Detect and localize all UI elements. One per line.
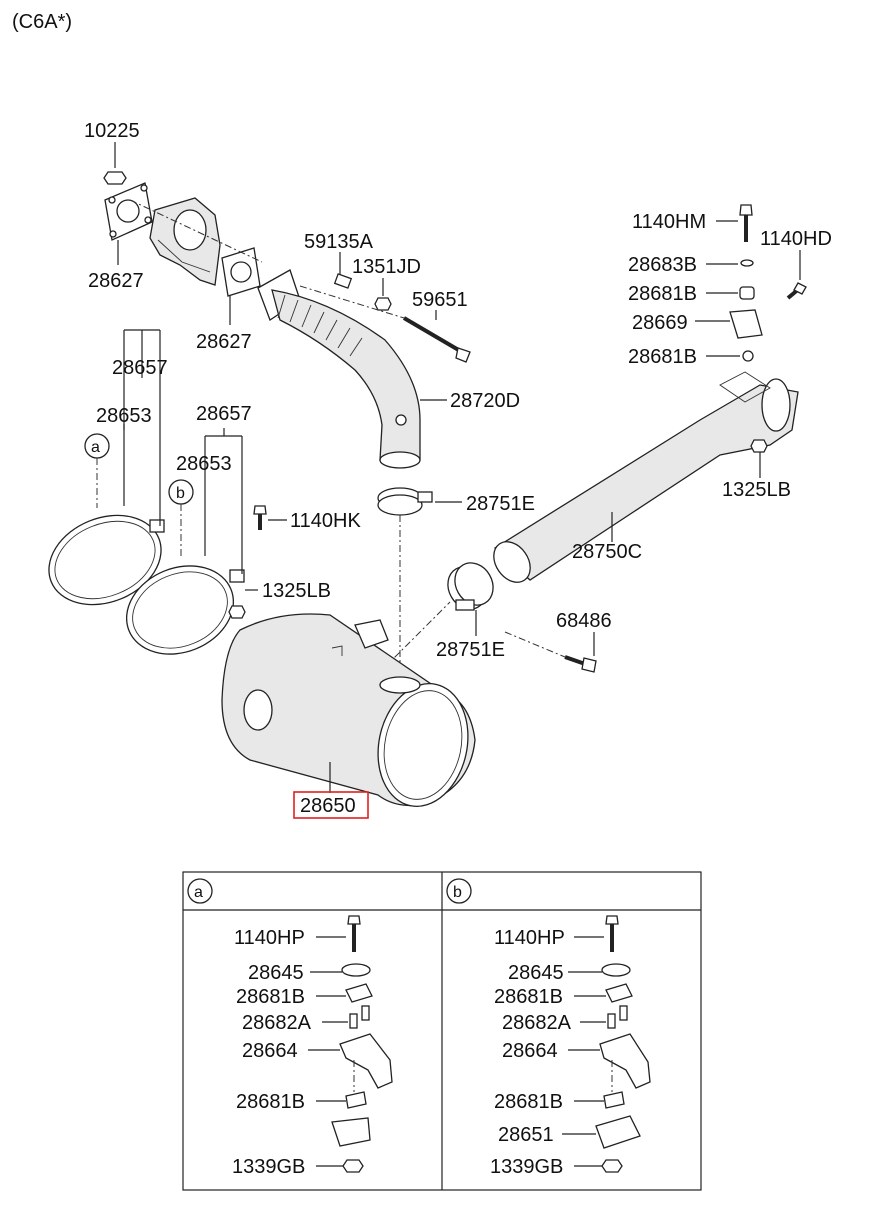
callout-28669: 28669 (632, 312, 688, 334)
callout-1351JD: 1351JD (352, 256, 421, 278)
flex-pipe-28720D (257, 269, 447, 469)
callout-28750C: 28750C (572, 541, 642, 563)
detail-b-label-6: 28681B (494, 1091, 563, 1113)
callout-1325LB-left: 1325LB (262, 580, 331, 602)
nut-10225 (103, 171, 127, 185)
callout-28683B: 28683B (628, 254, 697, 276)
callout-28653-left: 28653 (96, 405, 152, 427)
callout-59651: 59651 (412, 289, 468, 311)
exhaust-flange-group (103, 142, 263, 325)
highlight-box-28650 (293, 791, 369, 819)
detail-b-label-8: 1339GB (490, 1156, 563, 1178)
callout-28751E-top: 28751E (466, 493, 535, 515)
callout-28657-left: 28657 (112, 357, 168, 379)
marker-a: a (91, 439, 100, 456)
callout-68486: 68486 (556, 610, 612, 632)
detail-b-label-5: 28664 (502, 1040, 558, 1062)
detail-a-label-7: 1339GB (232, 1156, 305, 1178)
sleeve-59135A (333, 273, 353, 289)
detail-a-parts (308, 915, 393, 1173)
callout-28657-mid: 28657 (196, 403, 252, 425)
detail-a-label-4: 28682A (242, 1012, 312, 1034)
table-marker-a: a (194, 884, 203, 901)
callout-1325LB-right: 1325LB (722, 479, 791, 501)
detail-a-label-6: 28681B (236, 1091, 305, 1113)
bolt-59651 (402, 316, 464, 354)
fasteners-top (299, 252, 471, 363)
callout-28650: 28650 (300, 795, 356, 817)
callout-59135A: 59135A (304, 231, 374, 253)
callout-1140HD: 1140HD (760, 228, 832, 250)
variant-label: (C6A*) (12, 11, 72, 33)
callout-28681B-1: 28681B (628, 283, 697, 305)
callout-10225: 10225 (84, 120, 140, 142)
strap-left (48, 329, 165, 606)
bolt-68486 (504, 631, 597, 673)
nut-1351JD (374, 297, 392, 311)
detail-b-parts (562, 915, 651, 1173)
clamp-28751E-bottom (383, 562, 494, 669)
muffler-28650 (221, 613, 476, 807)
detail-a-label-3: 28681B (236, 986, 305, 1008)
detail-a-label-2: 28645 (248, 962, 304, 984)
callout-28653-mid: 28653 (176, 453, 232, 475)
marker-b: b (176, 485, 185, 502)
clamp-28751E-top (377, 487, 462, 668)
callout-28627-mid: 28627 (196, 331, 252, 353)
callout-28751E-bottom: 28751E (436, 639, 505, 661)
detail-a-label-5: 28664 (242, 1040, 298, 1062)
callout-28720D: 28720D (450, 390, 520, 412)
detail-a-label-1: 1140HP (234, 927, 305, 949)
callout-28681B-2: 28681B (628, 346, 697, 368)
table-marker-b: b (453, 884, 462, 901)
detail-table (182, 871, 702, 1191)
strap-middle (125, 428, 287, 655)
callout-1140HM: 1140HM (632, 211, 706, 233)
hanger-hardware-right (695, 204, 807, 478)
detail-b-label-2: 28645 (508, 962, 564, 984)
callout-28627-top: 28627 (88, 270, 144, 292)
detail-b-label-1: 1140HP (494, 927, 565, 949)
detail-b-label-3: 28681B (494, 986, 563, 1008)
callout-1140HK: 1140HK (290, 510, 361, 532)
detail-b-label-7: 28651 (498, 1124, 554, 1146)
tail-pipe-28750C (493, 371, 799, 583)
detail-b-label-4: 28682A (502, 1012, 572, 1034)
